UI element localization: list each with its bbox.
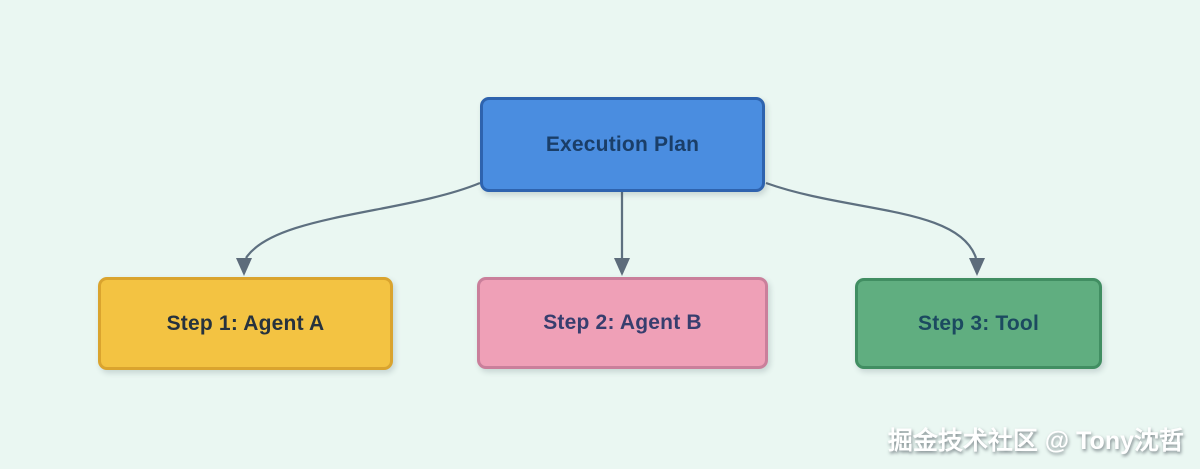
node-step3-tool: Step 3: Tool (855, 278, 1102, 369)
watermark-text: 掘金技术社区 @ Tony沈哲 (887, 427, 1184, 455)
node-execution-plan-label: Execution Plan (545, 132, 700, 156)
arrowhead-step2-icon (614, 258, 630, 276)
arrowhead-step3-icon (969, 258, 985, 276)
arrowhead-step1-icon (236, 258, 252, 276)
edge-plan-to-step2 (614, 192, 630, 276)
node-execution-plan: Execution Plan (480, 97, 765, 192)
node-step3-label: Step 3: Tool (917, 311, 1039, 335)
node-step1-label: Step 1: Agent A (166, 311, 325, 335)
node-step2-label: Step 2: Agent B (543, 311, 702, 334)
node-step2-agent-b: Step 2: Agent B (477, 277, 768, 369)
edge-plan-to-step1 (236, 181, 481, 276)
node-step1-agent-a: Step 1: Agent A (98, 277, 393, 370)
edge-plan-to-step3 (765, 181, 985, 276)
